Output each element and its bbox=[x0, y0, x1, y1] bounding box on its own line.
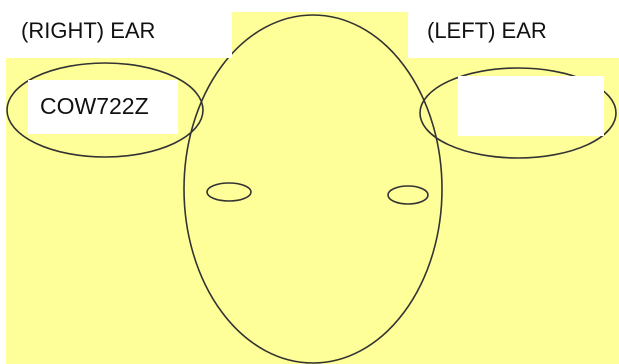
head-outline bbox=[184, 15, 442, 363]
left-eye-outline bbox=[388, 186, 428, 204]
right-ear-tag: COW722Z bbox=[28, 80, 178, 134]
right-ear-tag-id: COW722Z bbox=[40, 93, 149, 119]
right-ear-label: (RIGHT) EAR bbox=[0, 0, 232, 58]
left-ear-label: (LEFT) EAR bbox=[408, 0, 619, 58]
right-ear-label-text: (RIGHT) EAR bbox=[21, 18, 155, 43]
left-ear-tag bbox=[458, 76, 604, 136]
left-ear-label-text: (LEFT) EAR bbox=[427, 18, 547, 43]
right-eye-outline bbox=[207, 183, 251, 201]
